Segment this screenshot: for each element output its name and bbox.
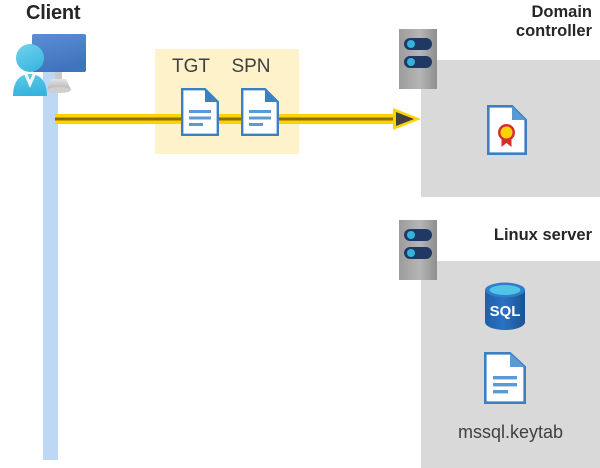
spn-label: SPN [231, 56, 271, 77]
flow-arrow-client-to-domain-controller [55, 104, 425, 136]
client-lifeline [43, 70, 58, 460]
tgt-document-icon [181, 88, 219, 136]
spn-document-icon [241, 88, 279, 136]
certificate-document-icon [487, 105, 527, 155]
svg-text:SQL: SQL [490, 303, 521, 320]
client-user-monitor-icon [8, 30, 90, 98]
domain-controller-title: Domain controller [515, 3, 592, 41]
sql-database-icon: SQL [482, 281, 528, 331]
keytab-filename-label: mssql.keytab [457, 422, 564, 442]
domain-controller-server-rack-icon [399, 29, 437, 89]
client-title: Client [26, 2, 81, 24]
tgt-label: TGT [172, 56, 210, 77]
linux-server-title: Linux server [493, 226, 592, 244]
linux-server-rack-icon [399, 220, 437, 280]
keytab-document-icon [484, 352, 526, 404]
